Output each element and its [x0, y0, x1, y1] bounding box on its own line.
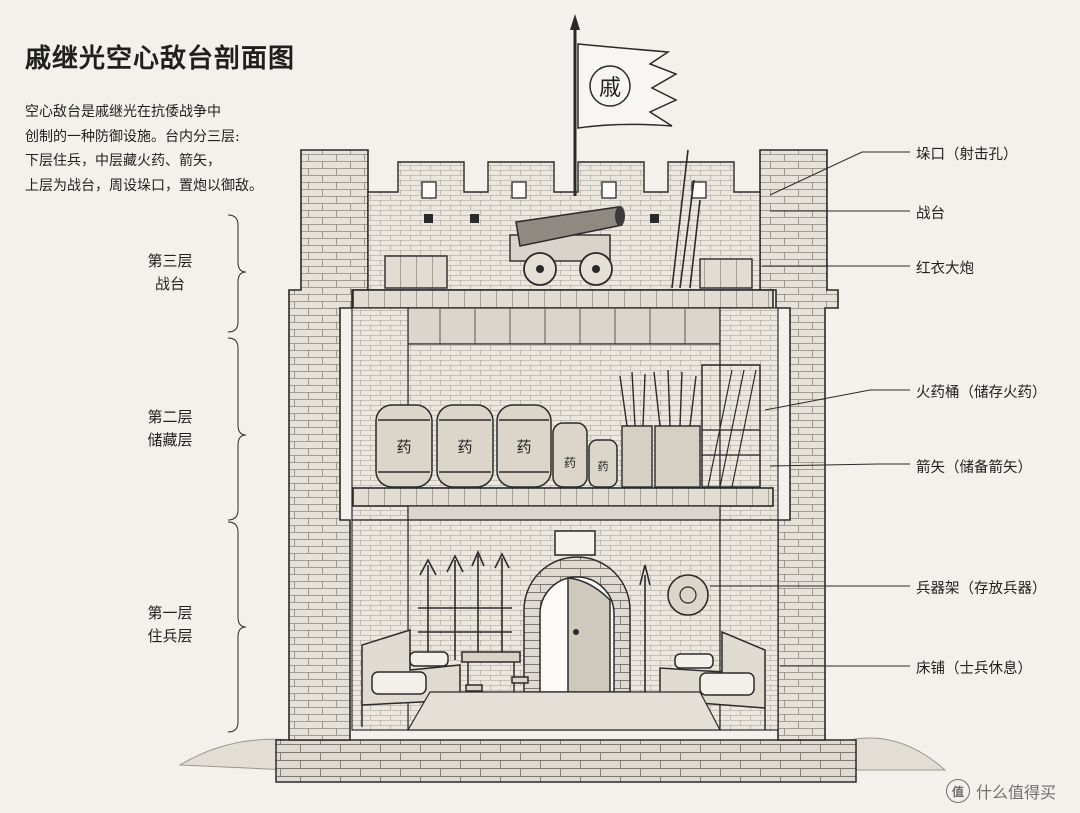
spear-stack: [671, 149, 701, 289]
floor-slab-3: [352, 289, 774, 309]
page-title: 戚继光空心敌台剖面图: [25, 44, 296, 74]
weapon-rack: [418, 549, 512, 660]
crenel-hole: [421, 181, 437, 199]
floor-label-2: 第二层 储藏层: [130, 406, 210, 452]
watermark-text: 什么值得买: [975, 783, 1056, 802]
callout-lines: [710, 151, 910, 667]
floor-label-3: 第三层 战台: [130, 250, 210, 296]
supply-crate: [384, 255, 448, 289]
wall-plaque: [554, 530, 596, 556]
flag-tip: [570, 14, 580, 30]
flag: [577, 43, 678, 129]
right-wall: [759, 149, 839, 741]
ceiling-beams: [407, 307, 721, 345]
callout-bunks: 床铺（士兵休息）: [916, 661, 1032, 677]
inner-right-wall: [719, 307, 779, 521]
spear: [639, 564, 651, 700]
ground-right: [849, 737, 947, 771]
floor-label-3-number: 第三层: [147, 252, 193, 270]
arrow-rack: [701, 364, 761, 488]
barrel-label: 药: [564, 456, 576, 470]
barrel-label: 药: [516, 438, 531, 456]
floor-label-2-number: 第二层: [147, 408, 193, 426]
round-shield: [667, 574, 709, 616]
loophole: [650, 214, 659, 223]
supply-crate: [699, 258, 753, 289]
barrel-label: 药: [396, 438, 411, 456]
callout-battle-platform: 战台: [916, 206, 945, 222]
floor-label-2-name: 储藏层: [147, 431, 193, 449]
barrel-label: 药: [598, 460, 609, 473]
crenel-hole: [511, 181, 527, 199]
crenel-hole: [601, 181, 617, 199]
intro-text: 空心敌台是戚继光在抗倭战争中 创制的一种防御设施。台内分三层: 下层住兵，中层藏…: [25, 104, 263, 194]
cannon: [509, 206, 625, 286]
callout-arrows: 箭矢（储备箭矢）: [916, 460, 1032, 476]
floor-label-3-name: 战台: [154, 275, 185, 293]
callout-powder-barrel: 火药桶（储存火药）: [916, 385, 1047, 401]
watermark-logo-icon: 值: [945, 779, 970, 803]
powder-barrels: [375, 404, 618, 488]
floor-brackets: [227, 214, 247, 733]
floor-label-1: 第一层 住兵层: [130, 602, 210, 648]
arrow-bundles: [619, 369, 701, 488]
floor-slab-2: [352, 487, 774, 507]
bunk-left: [361, 628, 461, 727]
watermark: 值 什么值得买: [945, 779, 1056, 803]
barracks-floor: [406, 691, 721, 731]
callout-weapon-rack: 兵器架（存放兵器）: [916, 581, 1047, 597]
floor-label-1-name: 住兵层: [147, 627, 193, 645]
ground-left: [178, 738, 291, 771]
loophole: [470, 214, 479, 223]
foundation: [275, 739, 857, 783]
wooden-door: [567, 577, 611, 693]
floor-label-1-number: 第一层: [147, 604, 193, 622]
barrel-label: 药: [457, 438, 472, 456]
loophole: [424, 214, 433, 223]
flag-character: 戚: [599, 76, 621, 101]
callout-crenel: 垛口（射击孔）: [916, 147, 1018, 163]
flag-emblem: [589, 65, 631, 107]
callout-cannon: 红衣大炮: [916, 261, 974, 277]
